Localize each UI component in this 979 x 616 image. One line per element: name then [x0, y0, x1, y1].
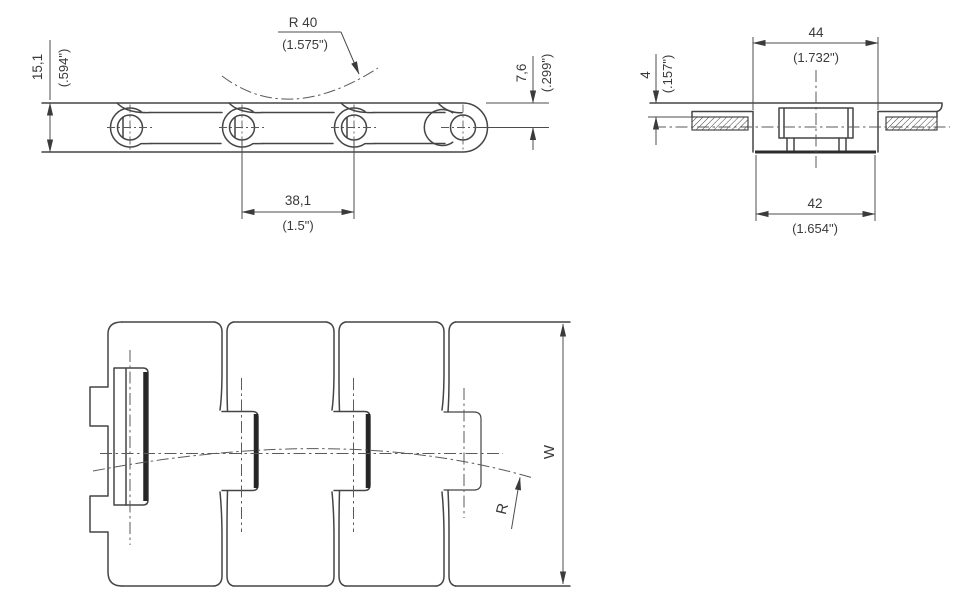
plate-gap	[435, 321, 457, 587]
dim-top-to-pin: 7,6 (.299")	[477, 54, 554, 150]
link-eye	[219, 102, 265, 150]
side-elevation-view: R 40 (1.575") 15,1 (.594") 7,6 (.299") 3…	[30, 15, 554, 233]
dim-text: 15,1	[30, 54, 45, 80]
cross-section-view: 44 (1.732") 4 (.157") 42 (1.654")	[638, 25, 950, 236]
dim-belt-width: W	[541, 323, 567, 585]
plate-gap	[325, 321, 347, 587]
dim-chain-height: 15,1 (.594")	[30, 40, 71, 153]
hatched-tab-section-left	[691, 116, 749, 131]
hatched-tab-section-right	[885, 116, 938, 131]
dim-text: R	[493, 501, 512, 516]
dim-thickness: 4 (.157")	[638, 54, 675, 145]
link-eye-end	[423, 102, 486, 150]
dim-text-inches: (.157")	[660, 55, 675, 94]
dim-text: 44	[808, 25, 824, 40]
dim-top-width: 44 (1.732")	[752, 25, 879, 110]
dim-turn-radius: R	[493, 477, 522, 530]
dim-pitch: 38,1 (1.5")	[241, 141, 355, 233]
plate-underside-left	[691, 110, 754, 118]
dim-text: 7,6	[514, 64, 529, 83]
dim-text: R 40	[289, 15, 318, 30]
hinge-barrel	[113, 350, 149, 545]
dim-text: 38,1	[285, 193, 311, 208]
link-eye	[331, 102, 377, 150]
dim-text-inches: (1.575")	[282, 37, 328, 52]
dim-text: 42	[807, 196, 822, 211]
sprocket-pitch-arc	[221, 67, 379, 100]
left-edge-with-tabs	[89, 321, 123, 587]
dim-text-inches: (1.5")	[282, 218, 313, 233]
dim-text-inches: (.594")	[56, 49, 71, 88]
dim-sprocket-radius: R 40 (1.575")	[278, 15, 360, 75]
dim-base-width: 42 (1.654")	[755, 155, 876, 236]
dim-text-inches: (.299")	[539, 54, 554, 93]
dim-text-inches: (1.654")	[792, 221, 838, 236]
plan-view: W R	[89, 321, 571, 587]
dim-text-inches: (1.732")	[793, 50, 839, 65]
dim-text: 4	[638, 71, 653, 79]
plate-gap	[213, 321, 235, 587]
hinge-bracket	[443, 388, 482, 518]
dim-text: W	[541, 444, 558, 459]
hinge-side-walls	[752, 110, 879, 153]
hinge-bracket	[333, 378, 371, 532]
link-eye	[107, 102, 153, 150]
hinge-bracket	[221, 378, 259, 532]
turn-radius-arc	[92, 448, 534, 479]
